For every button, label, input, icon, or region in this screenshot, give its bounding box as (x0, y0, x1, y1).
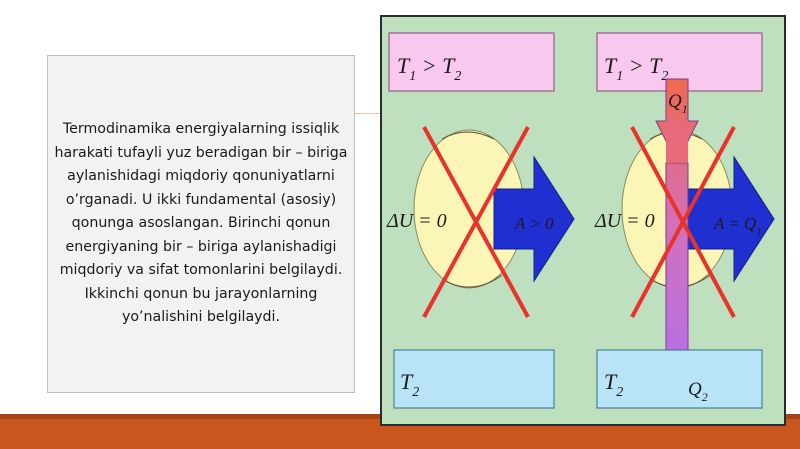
right-work-label: A = Q1 (713, 214, 762, 238)
right-cross-mark (630, 126, 736, 318)
right-heat-flow-middle (666, 121, 688, 163)
description-paragraph: Termodinamika energiyalarning issiqlik h… (54, 121, 348, 326)
right-cold-label: T2 (604, 369, 623, 400)
left-delta-u-label: ΔU = 0 (386, 210, 447, 232)
left-cold-reservoir (393, 349, 555, 409)
left-hot-label: T1 > T2 (397, 53, 461, 84)
right-q1-label: Q1 (668, 91, 688, 116)
left-work-arrow (493, 155, 575, 283)
right-delta-u-label: ΔU = 0 (594, 210, 655, 232)
thermodynamics-figure: T1 > T2 A > 0 ΔU = 0 T2 T1 > T2 A = Q1 (380, 15, 786, 426)
description-text-box: Termodinamika energiyalarning issiqlik h… (47, 55, 355, 393)
right-hot-label: T1 > T2 (604, 53, 668, 84)
left-cycle-arrow-bottom (441, 274, 503, 288)
left-cold-label: T2 (400, 369, 419, 400)
thermodynamics-diagram: T1 > T2 A > 0 ΔU = 0 T2 T1 > T2 A = Q1 (386, 32, 775, 409)
left-cycle-arrow-top (441, 131, 495, 140)
left-cross-mark (422, 126, 530, 318)
right-hot-reservoir (596, 32, 763, 92)
right-cold-reservoir (596, 349, 763, 409)
right-q2-label: Q2 (688, 379, 708, 404)
connector-line (355, 113, 381, 114)
left-hot-reservoir (388, 32, 555, 92)
left-work-label: A > 0 (514, 214, 554, 233)
